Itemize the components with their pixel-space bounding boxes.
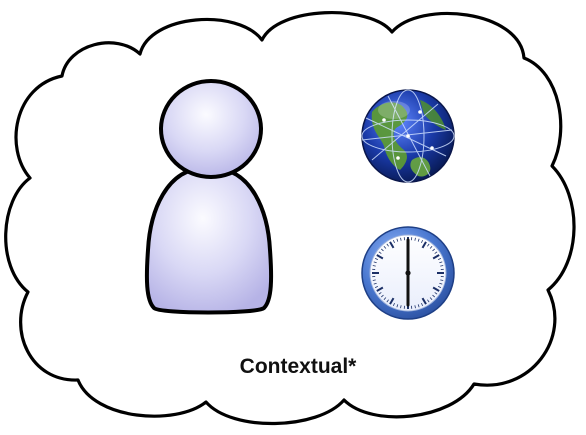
clock-minute-tick [427, 243, 430, 247]
clock-minute-tick [432, 248, 436, 252]
clock-minute-tick [386, 299, 389, 303]
clock-minute-tick [396, 304, 399, 308]
clock-minute-tick [400, 305, 402, 309]
clock-minute-tick [392, 302, 395, 307]
clock-minute-tick [414, 237, 416, 241]
clock-minute-tick [437, 286, 442, 289]
clock-minute-tick [429, 297, 433, 301]
clock-minute-tick [417, 304, 420, 308]
clock-minute-tick [383, 245, 387, 249]
person-head [159, 79, 263, 179]
clock-minute-tick [386, 243, 389, 247]
clock-minute-tick [380, 294, 384, 298]
person-icon [144, 79, 274, 315]
clock-icon [361, 226, 455, 320]
clock-minute-tick [383, 297, 387, 301]
clock-ticks [372, 237, 444, 309]
clock-minute-tick [373, 282, 377, 285]
clock-minute-tick [380, 248, 384, 252]
clock-hour-tick [432, 254, 440, 260]
clock-hour-tick [432, 286, 440, 292]
clock-hour-tick [389, 241, 395, 249]
clock-hour-tick [376, 286, 384, 292]
clock-minute-tick [372, 279, 376, 281]
clock-hour-tick [421, 241, 427, 249]
clock-minute-tick [421, 302, 424, 307]
clock-minute-tick [374, 286, 379, 289]
clock-minute-tick [417, 238, 420, 242]
clock-minute-tick [378, 292, 382, 295]
clock-hour-tick [376, 254, 384, 260]
clock-minute-tick [434, 292, 438, 295]
clock-minute-tick [378, 251, 382, 254]
clock-minute-tick [374, 257, 379, 260]
clock-minute-tick [427, 299, 430, 303]
clock-minute-tick [439, 282, 443, 285]
clock-minute-tick [439, 261, 443, 264]
clock-minute-tick [429, 245, 433, 249]
person-body [144, 166, 274, 315]
clock-hour-tick [421, 297, 427, 305]
clock-minute-tick [432, 294, 436, 298]
clock-minute-tick [434, 251, 438, 254]
clock-minute-tick [440, 279, 444, 281]
globe-icon [361, 89, 455, 183]
diagram-caption: Contextual* [240, 355, 358, 378]
clock-minute-tick [372, 265, 376, 267]
clock-minute-tick [392, 239, 395, 244]
clock-hour-tick [389, 297, 395, 305]
clock-minute-tick [396, 238, 399, 242]
clock-minute-tick [440, 265, 444, 267]
clock-minute-tick [400, 237, 402, 241]
clock-minute-tick [373, 261, 377, 264]
clock-minute-tick [437, 257, 442, 260]
clock-minute-tick [421, 239, 424, 244]
clock-minute-tick [414, 305, 416, 309]
